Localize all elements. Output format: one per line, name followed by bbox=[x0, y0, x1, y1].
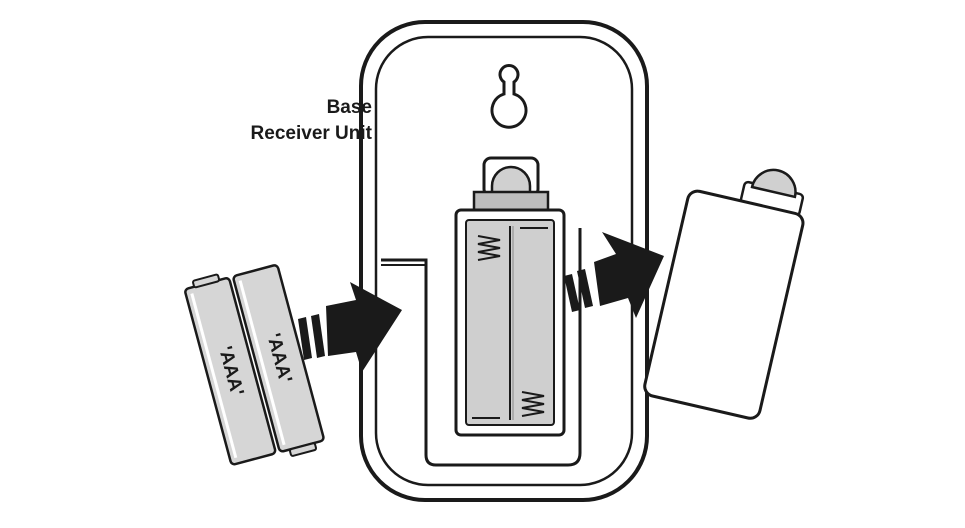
arrow-stripe bbox=[298, 317, 312, 360]
cover-body bbox=[643, 189, 805, 420]
battery-door-outline bbox=[381, 228, 582, 467]
spring-contact-icon bbox=[521, 391, 545, 417]
batteries: 'AAA' 'AAA' bbox=[184, 264, 325, 466]
battery-terminal bbox=[192, 273, 221, 289]
cover-lens bbox=[750, 168, 797, 199]
battery-2: 'AAA' bbox=[232, 264, 325, 457]
keyhole-icon bbox=[490, 64, 528, 129]
base-receiver-unit bbox=[359, 20, 649, 502]
removed-cover bbox=[643, 168, 805, 420]
sensor-neck bbox=[472, 190, 550, 212]
battery-1: 'AAA' bbox=[184, 273, 277, 466]
insert-arrow bbox=[298, 282, 402, 372]
remove-arrow bbox=[564, 232, 664, 318]
battery-terminal bbox=[288, 442, 318, 457]
battery-highlight bbox=[238, 280, 286, 446]
arrow-stripe bbox=[577, 269, 593, 308]
arrow-icon bbox=[326, 282, 402, 372]
battery-highlight bbox=[190, 293, 238, 459]
arrow-stripe bbox=[564, 274, 580, 312]
spring-contact-icon bbox=[477, 235, 501, 261]
arrow-icon bbox=[594, 232, 664, 318]
base-label-line-1: Base bbox=[326, 97, 372, 118]
arrow-stripe bbox=[311, 314, 325, 358]
base-label-line-2: Receiver Unit bbox=[250, 123, 372, 144]
sensor-lens bbox=[490, 165, 532, 198]
